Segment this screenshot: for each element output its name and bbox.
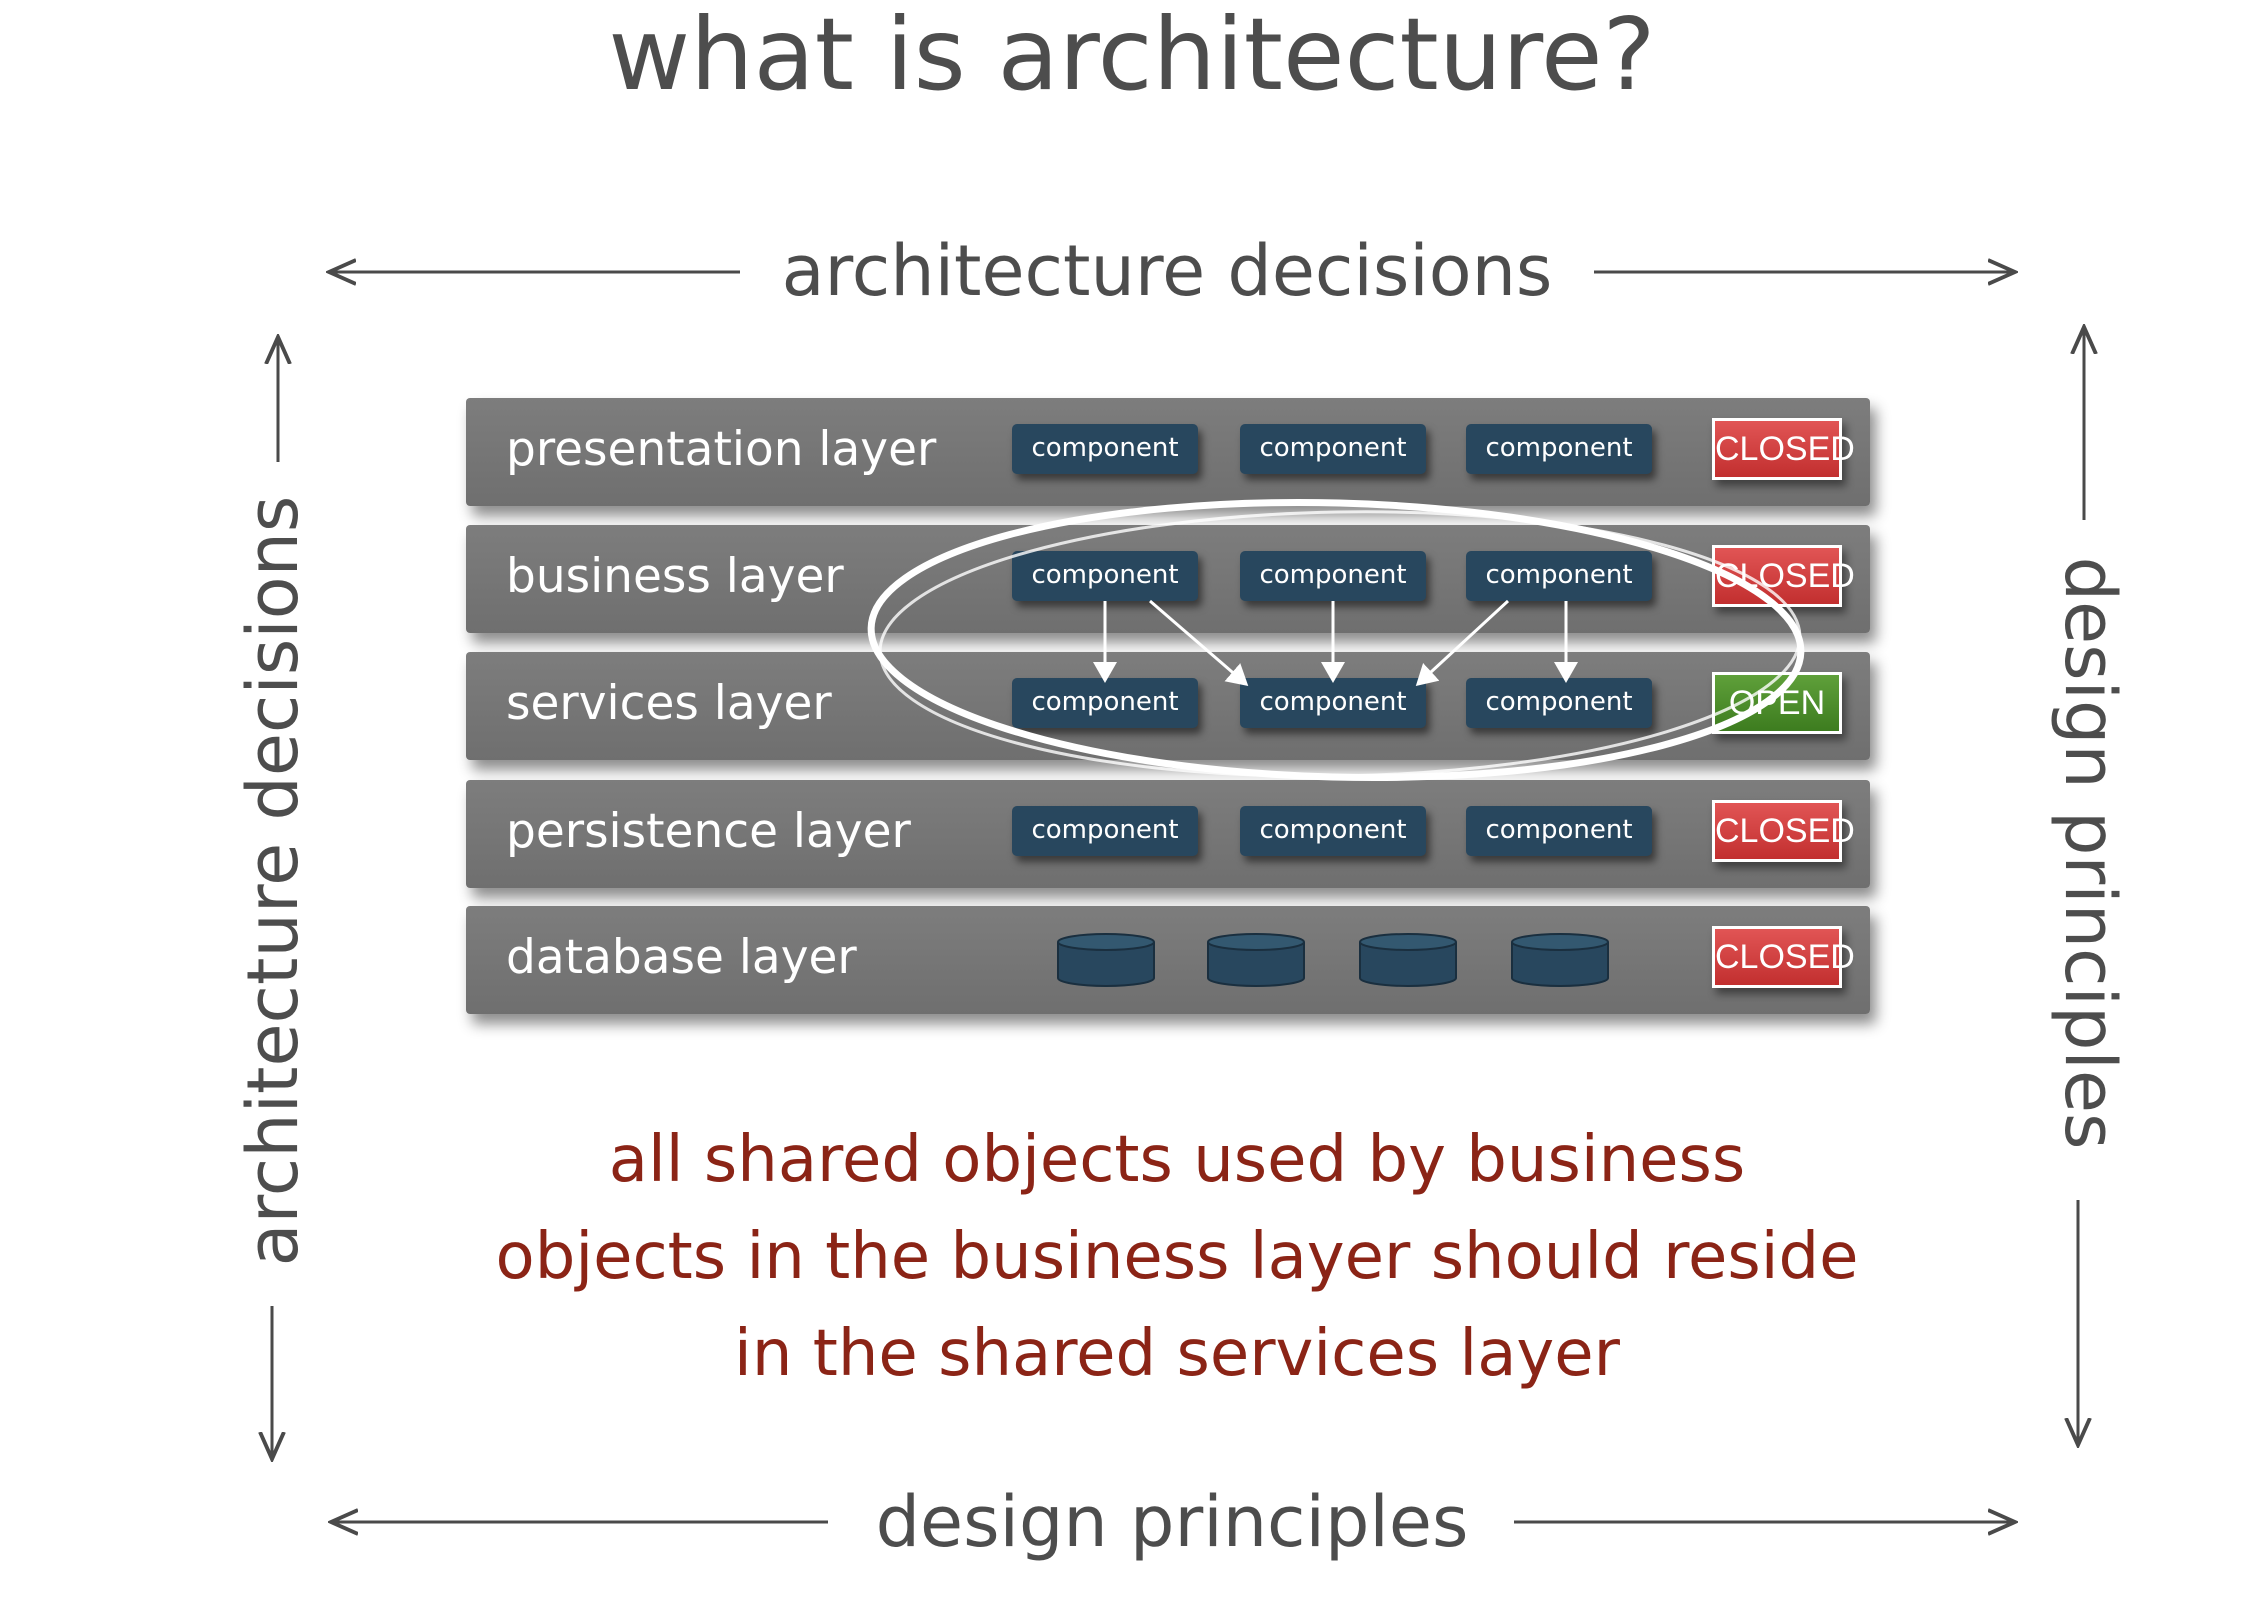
component-box: component [1466,806,1652,856]
database-icon [1207,933,1305,987]
component-box: component [1012,678,1198,728]
component-box: component [1240,678,1426,728]
note-line: in the shared services layer [734,1317,1620,1391]
status-badge: CLOSED [1712,926,1855,988]
component-box: component [1466,424,1652,474]
business-layer: business layer component component compo… [466,525,1870,633]
database-layer: database layer CLOSED [466,906,1870,1014]
top-label: architecture decisions [781,230,1553,312]
layer-label: persistence layer [506,804,911,859]
component-box: component [1466,551,1652,601]
database-icon [1511,933,1609,987]
component-box: component [1240,806,1426,856]
note-line: objects in the business layer should res… [495,1220,1859,1294]
persistence-layer: persistence layer component component co… [466,780,1870,888]
component-box: component [1466,678,1652,728]
status-badge: CLOSED [1712,545,1855,607]
component-box: component [1012,551,1198,601]
component-box: component [1012,806,1198,856]
status-badge: CLOSED [1712,418,1855,480]
note-line: all shared objects used by business [608,1123,1746,1197]
component-box: component [1012,424,1198,474]
layer-label: presentation layer [506,422,937,477]
status-badge: CLOSED [1712,800,1855,862]
component-box: component [1240,551,1426,601]
presentation-layer: presentation layer component component c… [466,398,1870,506]
bottom-label: design principles [875,1481,1469,1563]
services-layer: services layer component component compo… [466,652,1870,760]
database-icon [1359,933,1457,987]
left-label: architecture decisions [232,495,314,1267]
right-label: design principles [2049,556,2131,1150]
note-text: all shared objects used by business obje… [432,1112,1922,1403]
layer-label: database layer [506,930,857,985]
status-badge: OPEN [1712,672,1842,734]
database-icon [1057,933,1155,987]
component-box: component [1240,424,1426,474]
layer-label: services layer [506,676,832,731]
layer-label: business layer [506,549,844,604]
page-title: what is architecture? [608,0,1656,113]
